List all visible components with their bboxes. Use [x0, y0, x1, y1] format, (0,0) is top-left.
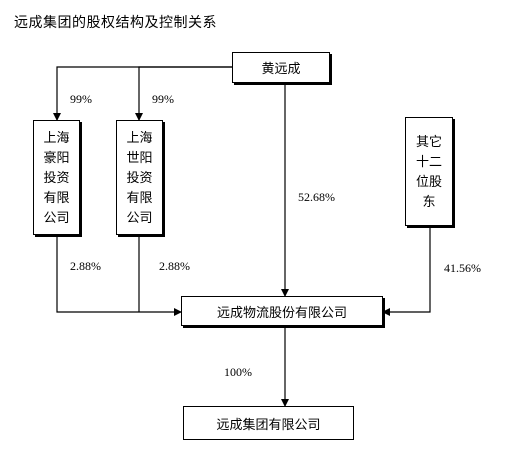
pct-huang-haoyang: 99%	[70, 92, 92, 106]
edge-others-logistics	[382, 226, 431, 316]
pct-others-logistics: 41.56%	[444, 261, 481, 275]
shiyang-line-5: 公司	[126, 210, 153, 226]
node-shanghai-haoyang: 上海 豪阳 投资 有限 公司	[33, 120, 80, 235]
haoyang-line-3: 投资	[43, 170, 70, 186]
diagram-title: 远成集团的股权结构及控制关系	[14, 15, 217, 31]
others-line-1: 其它	[415, 134, 442, 150]
haoyang-line-1: 上海	[43, 130, 70, 146]
node-other-shareholders: 其它 十二 位股 东	[405, 117, 453, 226]
others-line-4: 东	[422, 194, 436, 210]
others-line-3: 位股	[415, 174, 442, 190]
edge-haoyang-logistics	[56, 235, 182, 316]
others-line-2: 十二	[415, 154, 442, 170]
edge-huang-shiyang	[135, 66, 232, 121]
shiyang-line-2: 世阳	[126, 150, 153, 166]
shiyang-line-1: 上海	[126, 130, 153, 146]
node-huang-yuancheng: 黄远成	[232, 52, 330, 83]
pct-logistics-group: 100%	[224, 365, 252, 379]
shiyang-line-3: 投资	[126, 170, 153, 186]
pct-huang-logistics: 52.68%	[298, 190, 335, 204]
pct-huang-shiyang: 99%	[152, 92, 174, 106]
node-shanghai-shiyang: 上海 世阳 投资 有限 公司	[116, 120, 163, 235]
shiyang-line-4: 有限	[126, 190, 153, 206]
node-yuancheng-group: 远成集团有限公司	[183, 406, 354, 440]
node-yuancheng-logistics: 远成物流股份有限公司	[181, 296, 383, 326]
haoyang-line-5: 公司	[43, 210, 70, 226]
haoyang-line-2: 豪阳	[43, 150, 70, 166]
pct-haoyang-logistics: 2.88%	[70, 259, 101, 273]
pct-shiyang-logistics: 2.88%	[159, 259, 190, 273]
haoyang-line-4: 有限	[43, 190, 70, 206]
